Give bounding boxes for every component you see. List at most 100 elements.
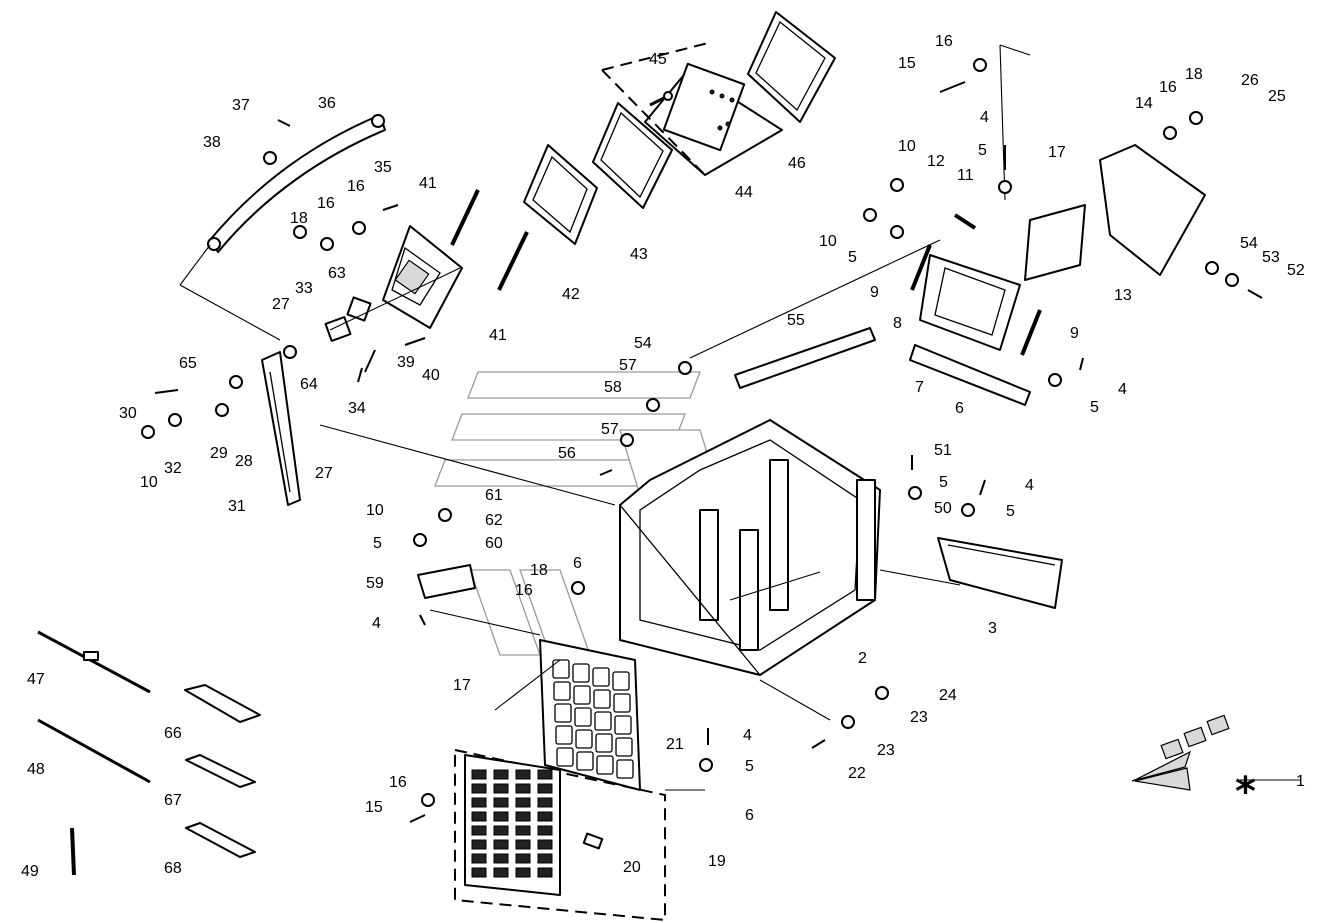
- callout-36: 36: [318, 95, 336, 112]
- callout-41: 41: [489, 327, 507, 344]
- callout-47: 47: [27, 671, 45, 688]
- callout-24: 24: [939, 687, 957, 704]
- washer: [890, 225, 904, 239]
- cable-tie-47: [37, 630, 151, 694]
- callout-29: 29: [210, 445, 228, 462]
- callout-22: 22: [848, 765, 866, 782]
- bracket-8: [919, 254, 1021, 351]
- pad-68: [185, 822, 256, 858]
- callout-59: 59: [366, 575, 384, 592]
- callout-48: 48: [27, 761, 45, 778]
- washer: [998, 180, 1012, 194]
- callout-18: 18: [1185, 66, 1203, 83]
- board-component: [493, 853, 509, 864]
- cover-opening: [616, 759, 634, 779]
- board-component: [537, 783, 553, 794]
- callout-61: 61: [485, 487, 503, 504]
- callout-54: 54: [634, 335, 652, 352]
- cover-opening: [552, 659, 570, 679]
- callout-35: 35: [374, 159, 392, 176]
- callout-30: 30: [119, 405, 137, 422]
- callout-53: 53: [1262, 249, 1280, 266]
- callout-50: 50: [934, 500, 952, 517]
- callout-67: 67: [164, 792, 182, 809]
- bolt: [364, 349, 376, 373]
- callout-32: 32: [164, 460, 182, 477]
- panel-42: [523, 144, 598, 245]
- callout-34: 34: [348, 400, 366, 417]
- callout-13: 13: [1114, 287, 1132, 304]
- washer: [961, 503, 975, 517]
- board-component: [493, 811, 509, 822]
- callout-49: 49: [21, 863, 39, 880]
- callout-2: 2: [858, 650, 867, 667]
- callout-62: 62: [485, 512, 503, 529]
- callout-16: 16: [389, 774, 407, 791]
- board-component: [493, 783, 509, 794]
- circuit-board-19: [454, 748, 666, 922]
- callout-6: 6: [745, 807, 754, 824]
- panel-46: [747, 11, 836, 123]
- washer: [263, 151, 277, 165]
- washer: [438, 508, 452, 522]
- callout-33: 33: [295, 280, 313, 297]
- callout-46: 46: [788, 155, 806, 172]
- callout-3: 3: [988, 620, 997, 637]
- bolt: [1247, 289, 1263, 299]
- washer: [413, 533, 427, 547]
- washer: [699, 758, 713, 772]
- cover-opening: [555, 725, 573, 745]
- board-component: [537, 825, 553, 836]
- plate-3: [937, 537, 1063, 609]
- board-component: [493, 797, 509, 808]
- callout-15: 15: [898, 55, 916, 72]
- callout-15: 15: [365, 799, 383, 816]
- pin-49: [70, 827, 76, 876]
- bolt: [357, 367, 363, 383]
- callout-68: 68: [164, 860, 182, 877]
- gas-strut-9b: [1020, 309, 1042, 356]
- callout-39: 39: [397, 354, 415, 371]
- callout-4: 4: [1118, 381, 1127, 398]
- board-component: [537, 769, 553, 780]
- washer: [646, 398, 660, 412]
- callout-55: 55: [787, 312, 805, 329]
- board-component: [471, 797, 487, 808]
- board-component: [471, 839, 487, 850]
- callout-66: 66: [164, 725, 182, 742]
- callout-23: 23: [910, 709, 928, 726]
- callout-5: 5: [978, 142, 987, 159]
- board-component: [515, 769, 531, 780]
- display-44: [644, 62, 783, 176]
- board-component: [471, 769, 487, 780]
- cover-opening: [554, 703, 572, 723]
- callout-42: 42: [562, 286, 580, 303]
- callout-6: 6: [955, 400, 964, 417]
- cable-tie-48: [37, 718, 151, 784]
- bolt: [1079, 357, 1084, 371]
- washer: [215, 403, 229, 417]
- board-component: [537, 811, 553, 822]
- cover-opening: [612, 671, 630, 691]
- cover-opening: [592, 667, 610, 687]
- board-component: [515, 825, 531, 836]
- washer: [1189, 111, 1203, 125]
- callout-51: 51: [934, 442, 952, 459]
- panel-43: [592, 102, 673, 209]
- board-component: [471, 811, 487, 822]
- strut-55: [734, 327, 876, 389]
- washer: [1225, 273, 1239, 287]
- board-component: [537, 839, 553, 850]
- dashed-outline-44: [601, 41, 713, 176]
- washer: [283, 345, 297, 359]
- board-component: [471, 853, 487, 864]
- callout-58: 58: [604, 379, 622, 396]
- main-frame-2: [619, 419, 881, 676]
- screw-45: [649, 91, 673, 107]
- callout-5: 5: [373, 535, 382, 552]
- hardware-items: [141, 58, 1263, 823]
- crossbar-7: [909, 344, 1031, 406]
- callout-6: 6: [573, 555, 582, 572]
- bolt: [939, 81, 966, 93]
- callout-27: 27: [272, 296, 290, 313]
